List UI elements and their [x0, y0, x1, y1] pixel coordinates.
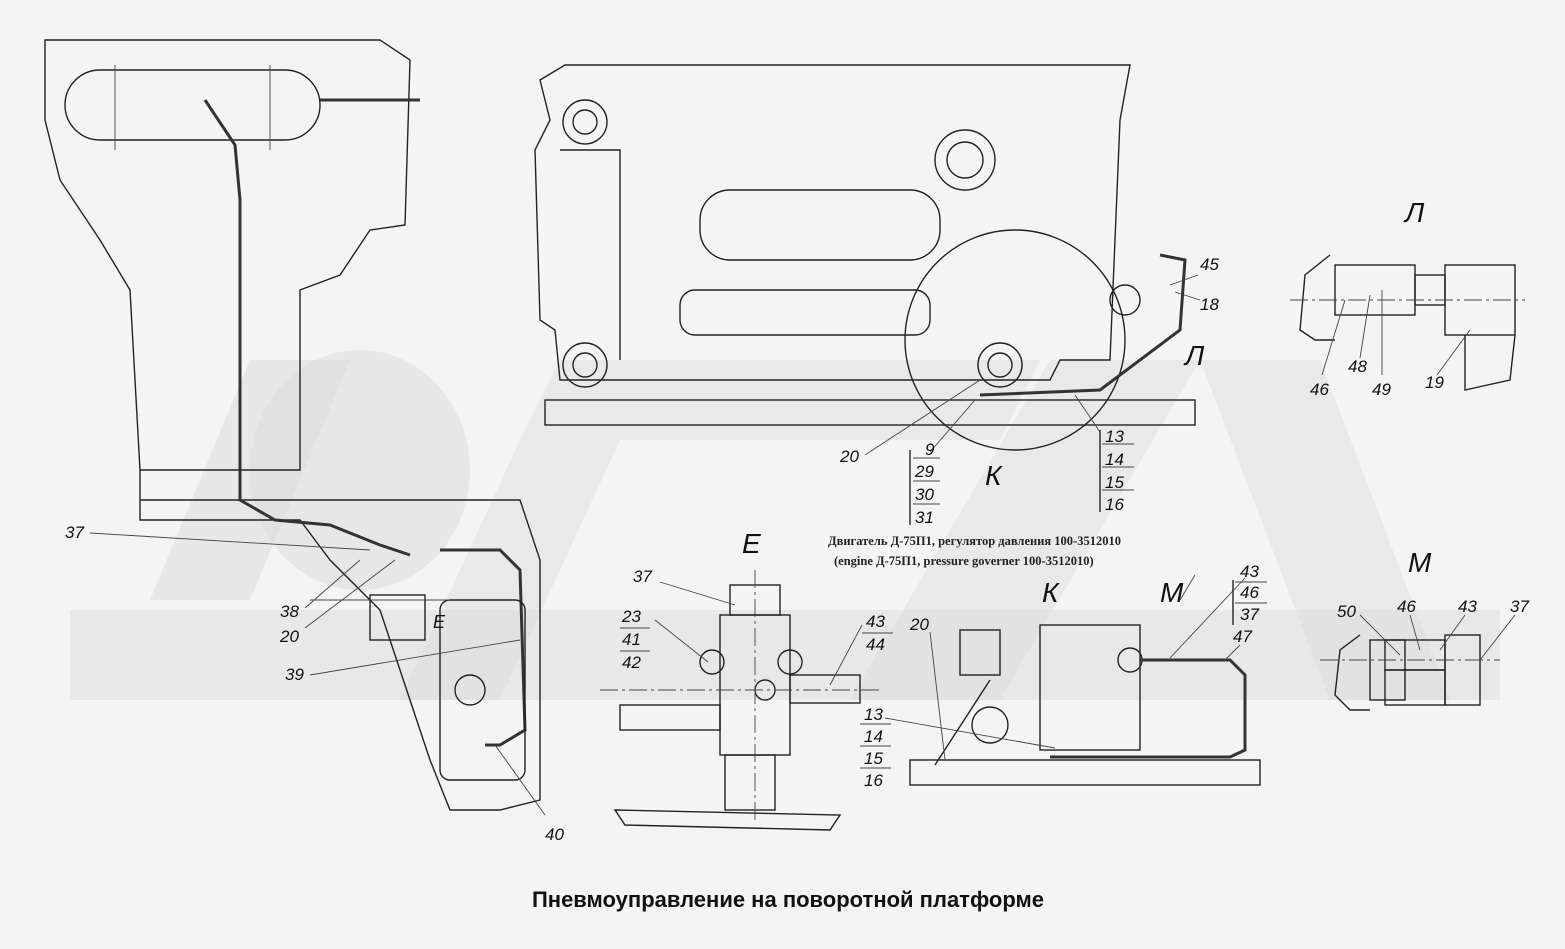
label-20: 20: [839, 447, 859, 466]
label-49: 49: [1372, 380, 1391, 399]
detail-view-e: [600, 570, 880, 831]
engine-note-line2: (engine Д-75П1, pressure governer 100-35…: [834, 554, 1094, 568]
label-39: 39: [285, 665, 304, 684]
label-18: 18: [1200, 295, 1219, 314]
left-cabin-assembly: [44, 39, 541, 811]
label-15: 15: [864, 749, 883, 768]
label-46: 46: [1240, 583, 1259, 602]
label-43: 43: [866, 612, 885, 631]
label-16: 16: [864, 771, 883, 790]
label-14: 14: [864, 727, 883, 746]
view-label-m-small: М: [1160, 577, 1184, 608]
page-title: Пневмоуправление на поворотной платформе: [532, 887, 1044, 912]
label-13: 13: [1105, 427, 1124, 446]
label-44: 44: [866, 635, 885, 654]
engine-note-line1: Двигатель Д-75П1, регулятор давления 100…: [828, 534, 1121, 548]
label-16: 16: [1105, 495, 1124, 514]
label-20: 20: [279, 627, 299, 646]
label-43: 43: [1458, 597, 1477, 616]
label-37: 37: [65, 523, 84, 542]
label-45: 45: [1200, 255, 1219, 274]
label-13: 13: [864, 705, 883, 724]
view-label-l-top: Л: [1403, 197, 1425, 228]
label-37: 37: [1510, 597, 1529, 616]
label-31: 31: [915, 508, 934, 527]
label-15: 15: [1105, 473, 1124, 492]
label-underlines: [620, 430, 1267, 769]
detail-view-l: [1290, 254, 1525, 391]
view-label-k-small: К: [985, 460, 1003, 491]
label-48: 48: [1348, 357, 1367, 376]
view-label-l-small: Л: [1183, 340, 1205, 371]
label-46: 46: [1310, 380, 1329, 399]
label-19: 19: [1425, 373, 1444, 392]
label-42: 42: [622, 653, 641, 672]
engine-assembly: [534, 64, 1196, 451]
label-37: 37: [633, 567, 652, 586]
label-43: 43: [1240, 562, 1259, 581]
label-41: 41: [622, 630, 641, 649]
label-46: 46: [1397, 597, 1416, 616]
detail-view-m: [1320, 634, 1500, 711]
label-30: 30: [915, 485, 934, 504]
part-number-labels: 45 18 46 48 49 19 20 9 29 30 31 13 14 15…: [65, 255, 1529, 844]
label-29: 29: [914, 462, 934, 481]
view-label-k: К: [1042, 577, 1060, 608]
label-23: 23: [621, 607, 641, 626]
watermark-logo: [70, 350, 1500, 700]
label-40: 40: [545, 825, 564, 844]
label-14: 14: [1105, 450, 1124, 469]
view-label-e-small: Е: [433, 612, 446, 632]
detail-view-k: [909, 624, 1261, 786]
label-38: 38: [280, 602, 299, 621]
label-20: 20: [909, 615, 929, 634]
label-50: 50: [1337, 602, 1356, 621]
view-label-m: М: [1408, 547, 1432, 578]
view-label-e: Е: [742, 528, 761, 559]
label-47: 47: [1233, 627, 1252, 646]
label-37: 37: [1240, 605, 1259, 624]
label-9: 9: [925, 440, 935, 459]
